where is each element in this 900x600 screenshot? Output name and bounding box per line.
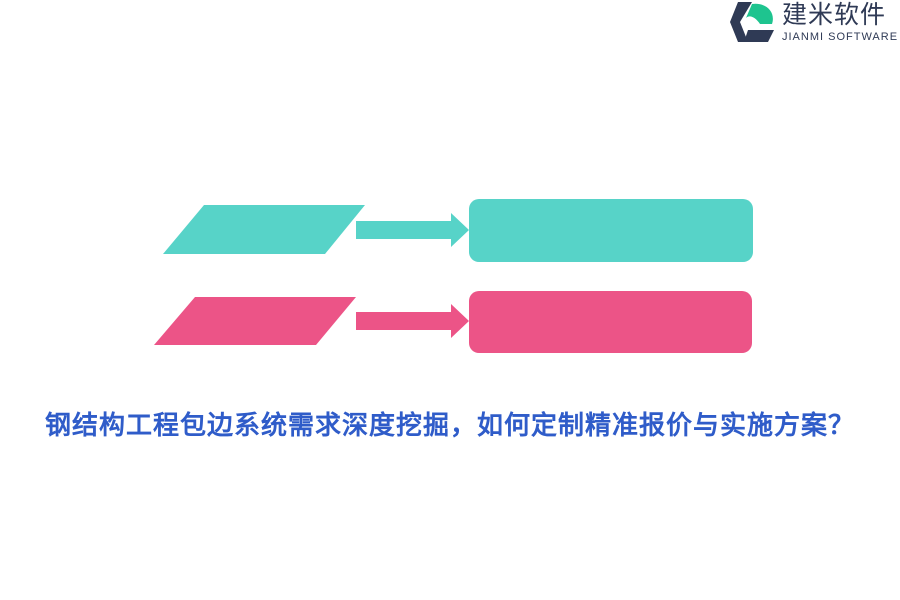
row2-arrow xyxy=(356,304,469,338)
page-title: 钢结构工程包边系统需求深度挖掘，如何定制精准报价与实施方案？ xyxy=(44,411,855,441)
row1-parallelogram xyxy=(163,205,365,254)
row1-arrow xyxy=(356,213,469,247)
logo-name-chinese: 建米软件 xyxy=(782,0,887,29)
row1-box xyxy=(469,199,753,262)
logo-green-leaf xyxy=(746,3,773,24)
logo-name-english: JIANMI SOFTWARE xyxy=(782,31,899,43)
brand-logo: 建米软件 JIANMI SOFTWARE xyxy=(724,0,900,48)
jianmi-logo-icon xyxy=(730,2,774,42)
logo-dark-shape-left xyxy=(730,2,752,22)
logo-dark-shape-right xyxy=(744,30,774,42)
row2-parallelogram xyxy=(154,297,356,345)
row2-box xyxy=(469,291,752,353)
logo-dark-shape-bottom xyxy=(730,22,748,42)
